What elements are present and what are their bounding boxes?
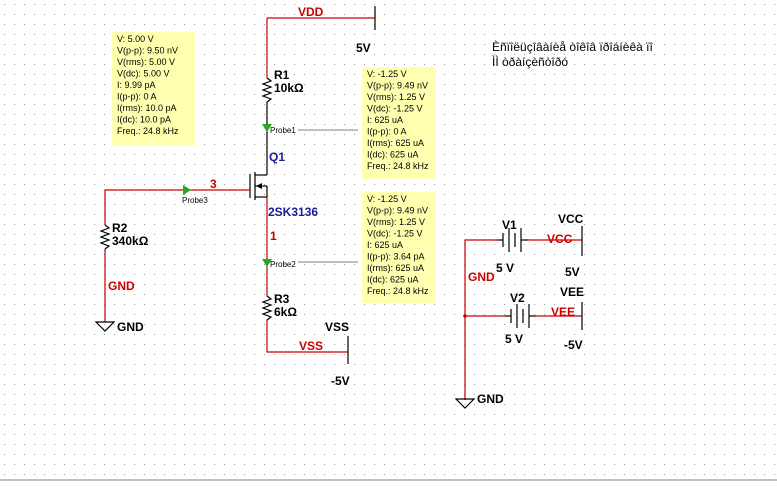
probe3-reading: I: 9.99 pA [117,80,156,90]
probe1-reading: V(rms): 1.25 V [367,92,425,102]
probe3-reading: V(rms): 5.00 V [117,57,175,67]
battery-v1[interactable]: V1 5 V [496,218,528,275]
ground-left-label: GND [117,320,144,334]
probe2-reading: I(p-p): 3.64 pA [367,252,425,262]
probe2-reading: V: -1.25 V [367,194,407,204]
probe3-reading: I(dc): 10.0 pA [117,115,171,125]
probe1-reading: Freq.: 24.8 kHz [367,161,429,171]
r3-value-label: 6kΩ [274,305,297,319]
r1-ref-label: R1 [274,68,290,82]
probe2-label: Probe2 [270,260,296,269]
resistor-r2[interactable]: R2 340kΩ [99,221,149,250]
probe1-reading: V: -1.25 V [367,69,407,79]
probe3-reading: I(p-p): 0 A [117,92,157,102]
probe1-marker[interactable]: Probe1 [262,124,358,135]
v1-value-label: 5 V [496,261,514,275]
vdd-value-label: 5V [356,41,371,55]
probe1-reading: I(dc): 625 uA [367,150,419,160]
vee-net-label: VEE [551,305,575,319]
vdd-net-label: VDD [298,5,324,19]
wire-gnd-rail [464,239,497,400]
ground-left[interactable]: GND [94,320,144,334]
vdd-supply[interactable]: VDD 5V [267,5,376,55]
caption-line-1: Èñïîëüçîâàíèå òîêîâ ïðîáíèêà ïî [492,39,653,54]
vcc-supply[interactable]: VCC VCC 5V [528,212,584,279]
r2-value-label: 340kΩ [112,234,149,248]
vcc-value-label: 5V [565,265,580,279]
ground-right[interactable]: GND [454,392,504,409]
mosfet-q1[interactable]: Q1 2SK3136 [249,150,318,219]
r3-ref-label: R3 [274,292,290,306]
gate-net-label: 3 [210,177,217,191]
source-net-label: 1 [270,229,277,243]
vcc-supply-label: VCC [558,212,584,226]
r2-ref-label: R2 [112,221,128,235]
v2-ref-label: V2 [510,291,525,305]
battery-v2[interactable]: V2 5 V [505,291,536,346]
ground-right-label: GND [477,392,504,406]
probe3-reading: V(dc): 5.00 V [117,69,170,79]
probe2-info-box: V: -1.25 V V(p-p): 9.49 nVV(rms): 1.25 V V… [362,192,436,303]
probe2-reading: V(rms): 1.25 V [367,217,425,227]
probe3-label: Probe3 [182,196,208,205]
probe2-marker[interactable]: Probe2 [262,259,358,269]
probe3-info-box: V: 5.00 V V(p-p): 9.50 nVV(rms): 5.00 V V(… [112,32,195,145]
resistor-r1[interactable]: R1 10kΩ [261,68,304,103]
resistor-r3[interactable]: R3 6kΩ [261,292,297,321]
vee-supply-label: VEE [560,285,584,299]
probe1-label: Probe1 [270,126,296,135]
gnd-right-net-label: GND [468,270,495,284]
v2-value-label: 5 V [505,332,523,346]
q1-ref-label: Q1 [269,150,285,164]
probe2-reading: I(rms): 625 uA [367,263,424,273]
probe3-reading: V: 5.00 V [117,34,154,44]
r1-value-label: 10kΩ [274,81,304,95]
probe2-reading: Freq.: 24.8 kHz [367,286,429,296]
probe1-reading: I(p-p): 0 A [367,127,407,137]
v1-ref-label: V1 [502,218,517,232]
probe2-reading: I: 625 uA [367,240,403,250]
vss-supply[interactable]: VSS VSS -5V [266,320,350,388]
vee-supply[interactable]: VEE VEE -5V [536,285,584,352]
probe2-reading: I(dc): 625 uA [367,275,419,285]
vee-value-label: -5V [564,338,583,352]
probe2-reading: V(p-p): 9.49 nV [367,206,428,216]
probe1-reading: I(rms): 625 uA [367,138,424,148]
vss-net-label: VSS [299,339,323,353]
probe1-reading: V(p-p): 9.49 nV [367,81,428,91]
caption-line-2: ÌÌ òðàíçèñòîðó [492,54,568,69]
vss-value-label: -5V [331,374,350,388]
vcc-net-label: VCC [547,232,573,246]
gnd-left-net-label: GND [108,279,135,293]
probe3-reading: Freq.: 24.8 kHz [117,126,179,136]
probe3-marker[interactable]: Probe3 [182,185,208,205]
probe1-reading: V(dc): -1.25 V [367,104,423,114]
wire-gate [104,189,250,225]
probe1-info-box: V: -1.25 V V(p-p): 9.49 nVV(rms): 1.25 V V… [362,67,436,179]
vss-supply-label: VSS [325,320,349,334]
probe3-reading: I(rms): 10.0 pA [117,103,177,113]
probe1-reading: I: 625 uA [367,115,403,125]
q1-model-label: 2SK3136 [268,205,318,219]
junction-dot [463,314,467,318]
probe3-reading: V(p-p): 9.50 nV [117,46,178,56]
probe2-reading: V(dc): -1.25 V [367,229,423,239]
